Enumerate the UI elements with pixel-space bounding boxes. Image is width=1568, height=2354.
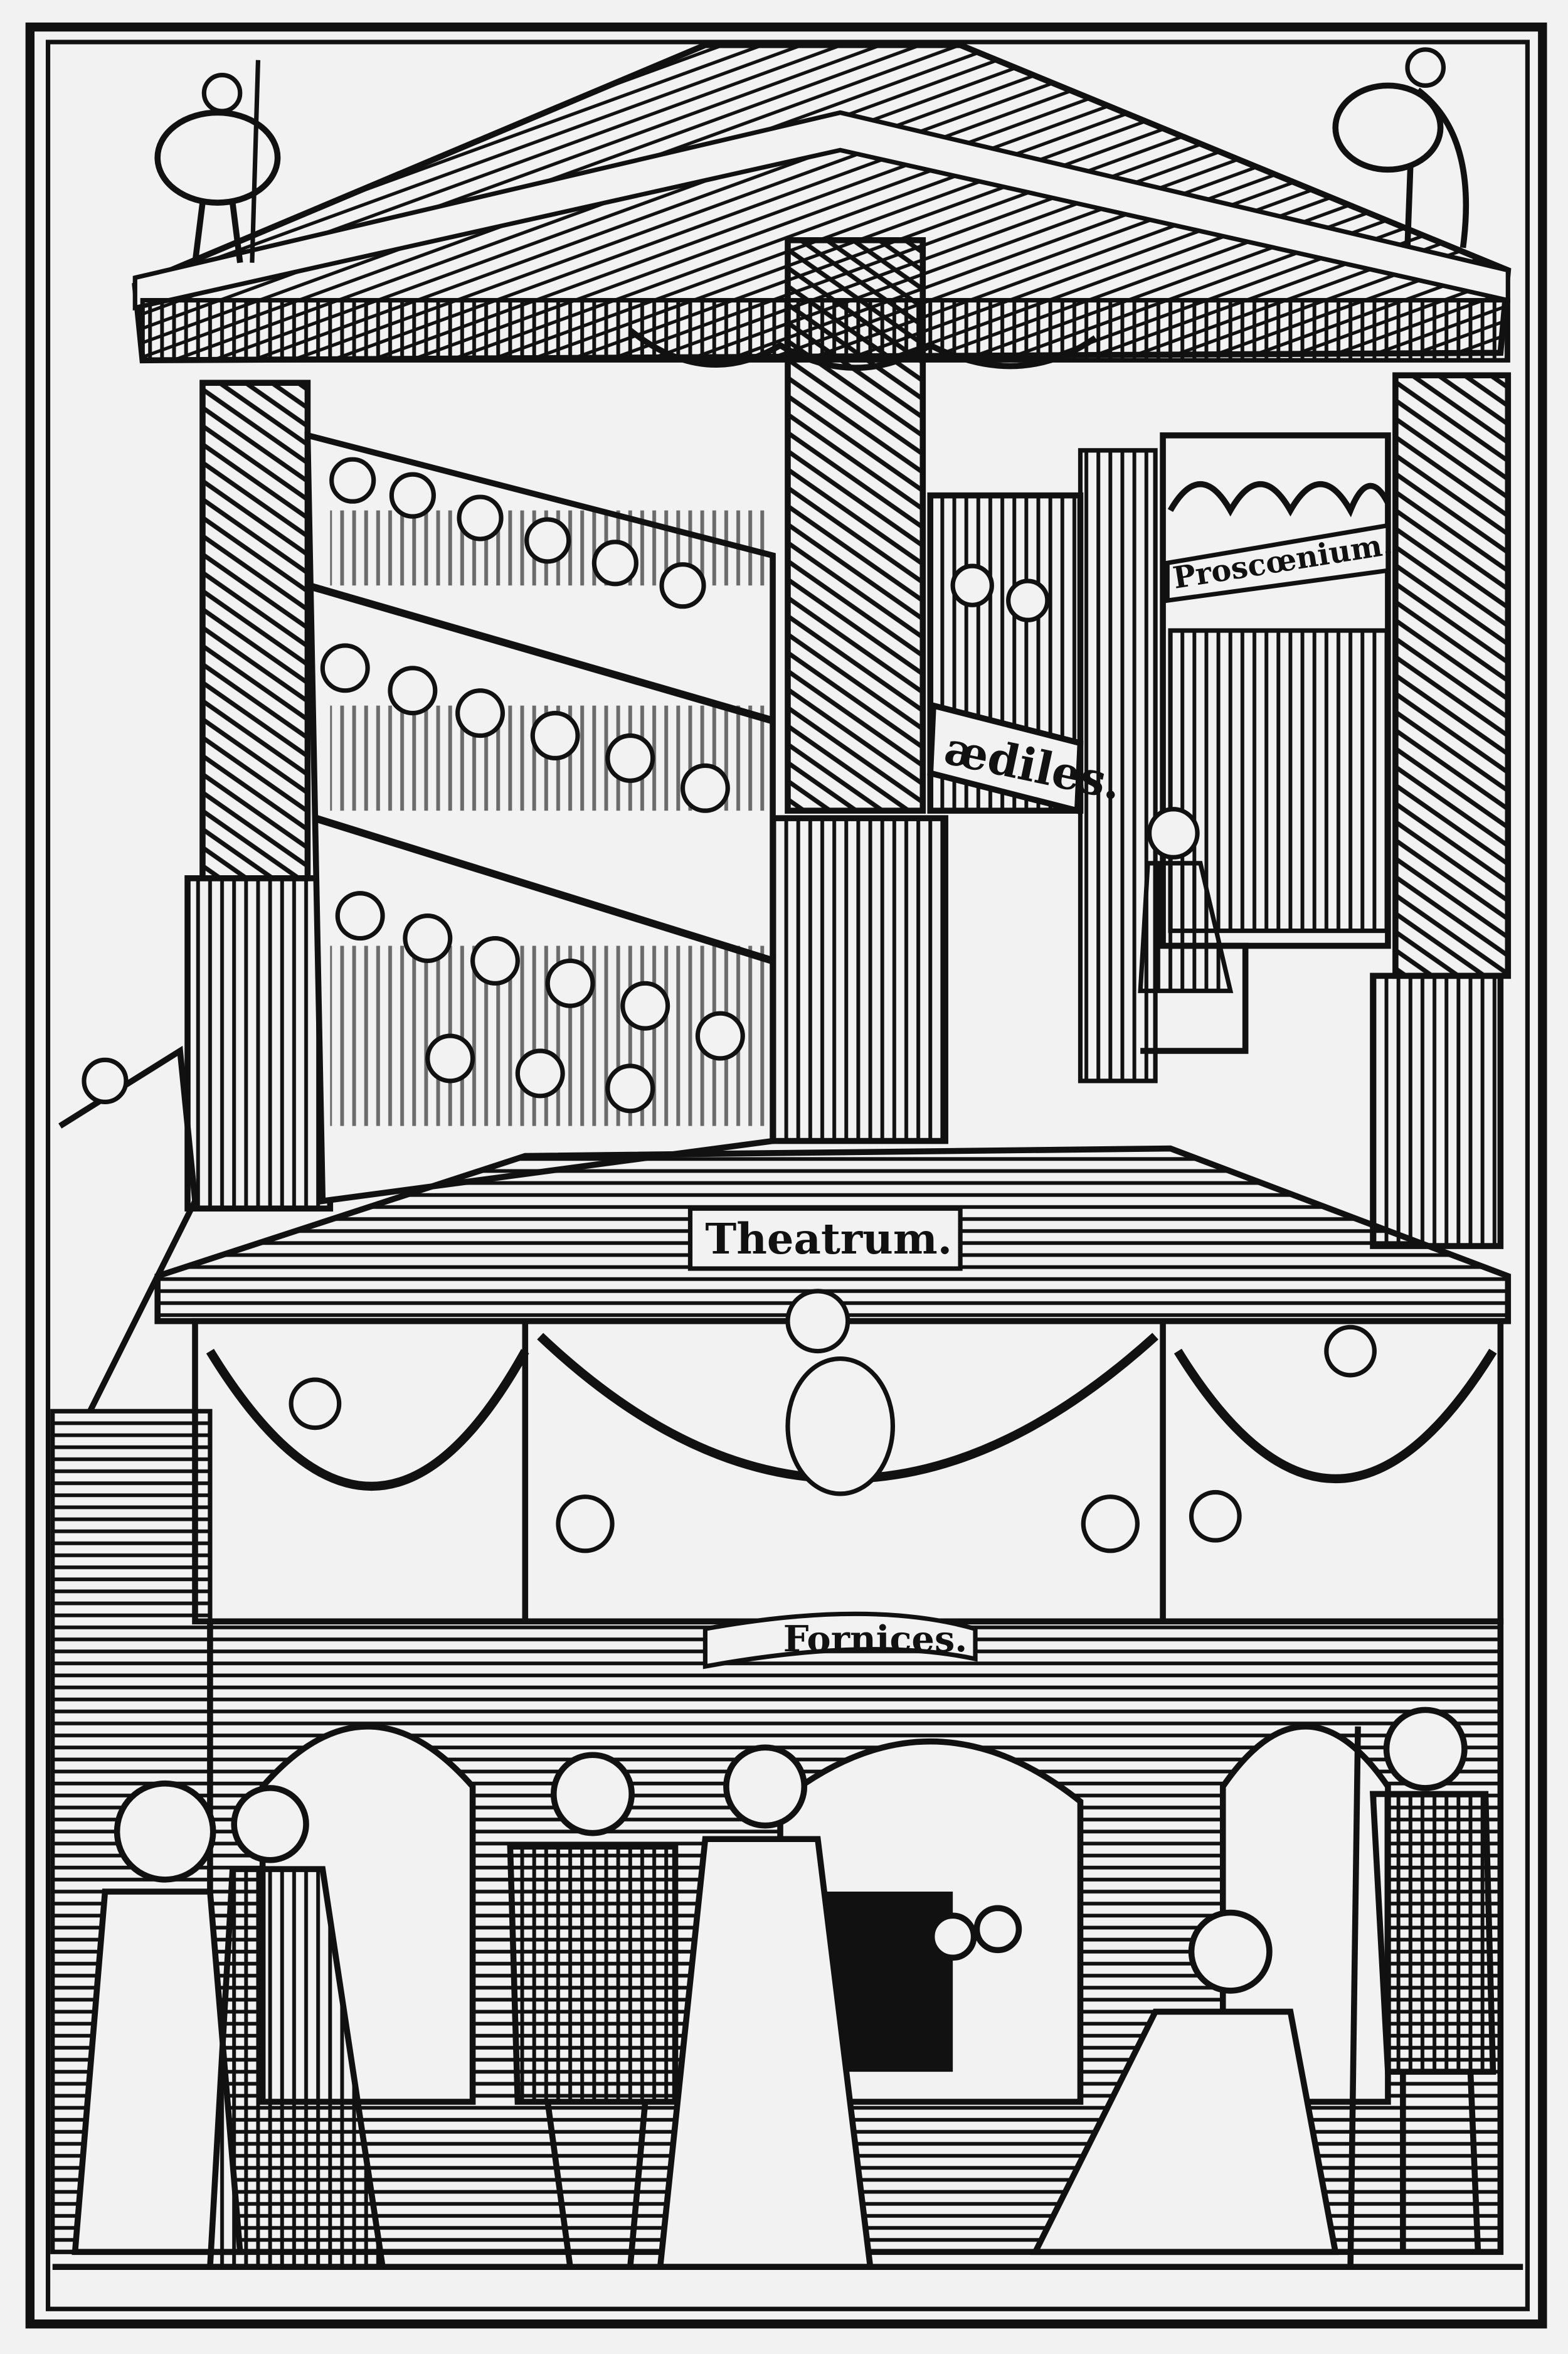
aediles-box: ædiles. xyxy=(927,492,1126,815)
statue-left xyxy=(154,60,281,264)
garland-frieze xyxy=(192,1289,1504,1625)
audience-galleries xyxy=(304,431,776,1205)
fornices-arcade: Fornices. xyxy=(207,1611,1504,2255)
proscaenium: Proscœnium. xyxy=(1138,432,1395,1054)
stage-cornice: Theatrum. xyxy=(154,1145,1512,1324)
audience-heads xyxy=(320,457,745,1114)
label-fornices: Fornices. xyxy=(783,1617,967,1660)
label-theatrum: Theatrum. xyxy=(705,1214,952,1264)
statue-right xyxy=(1332,47,1470,248)
